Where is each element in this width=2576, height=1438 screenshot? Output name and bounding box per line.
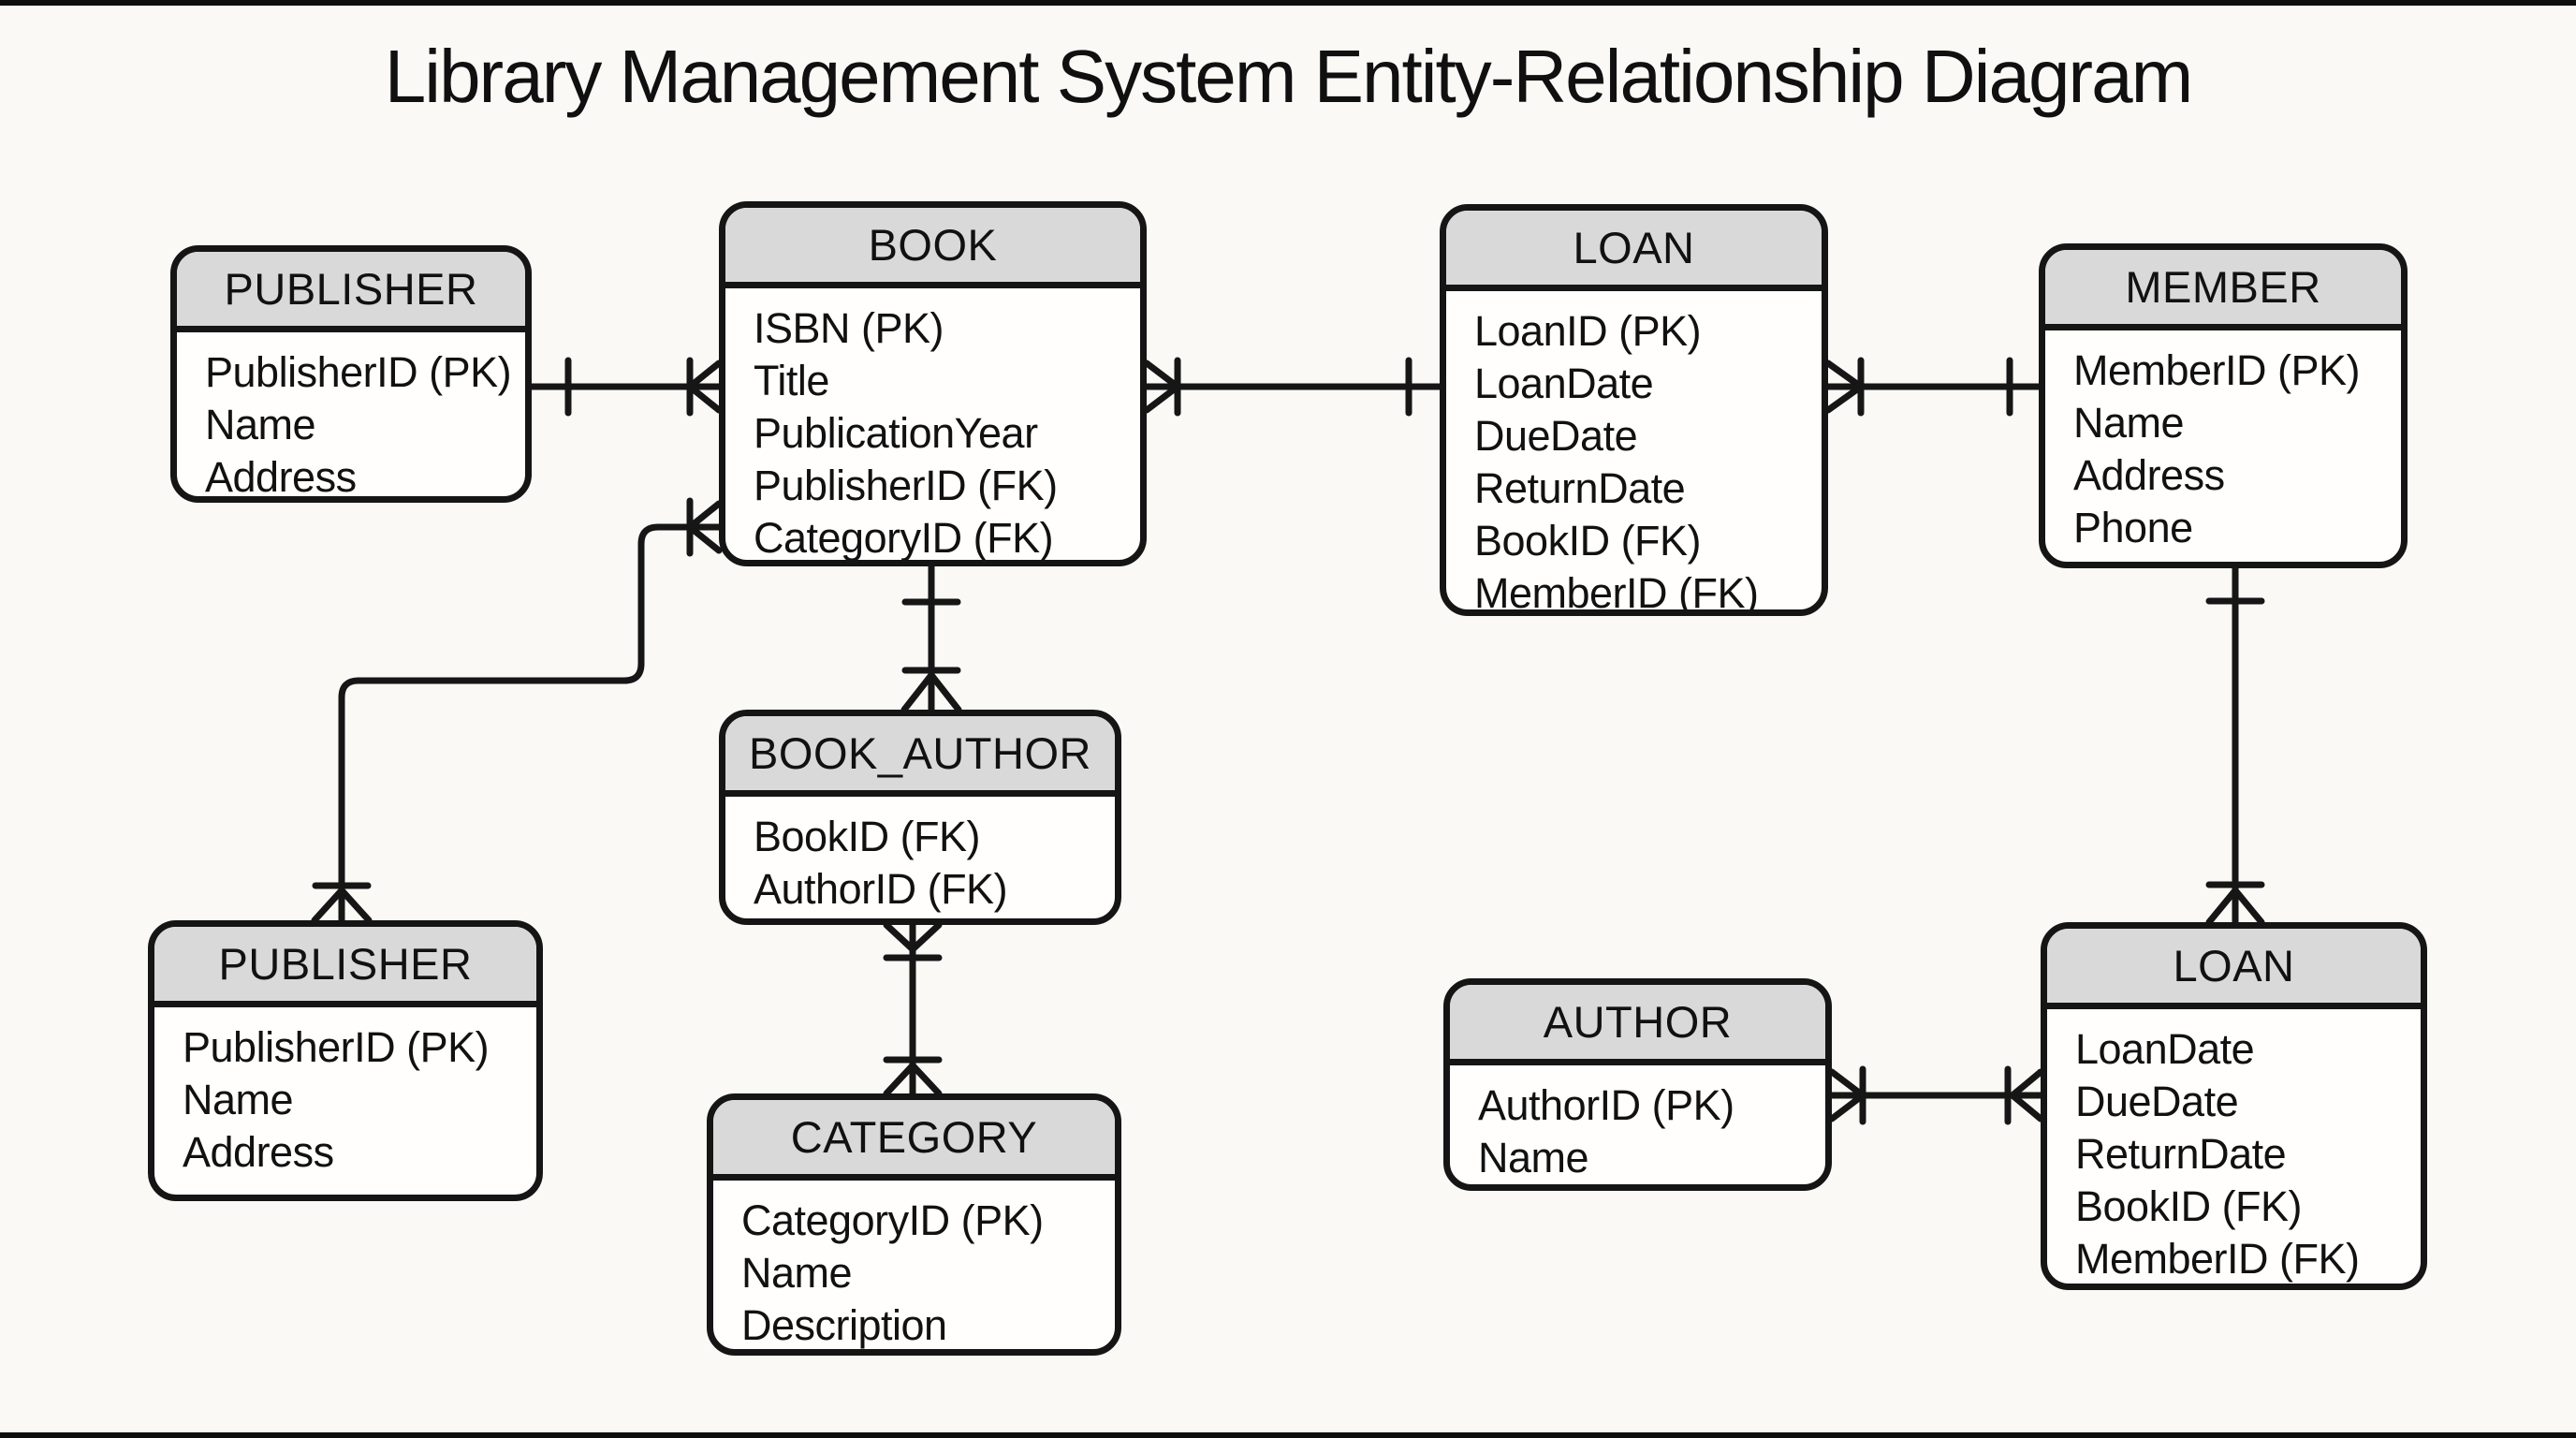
attribute: Name	[1478, 1134, 1589, 1181]
entity-publisher-bottom: PUBLISHER PublisherID (PK) Name Address	[148, 920, 543, 1201]
entity-body: CategoryID (PK) Name Description	[713, 1181, 1115, 1349]
attribute: DueDate	[2075, 1078, 2239, 1125]
attribute: BookID (FK)	[2075, 1182, 2303, 1230]
entity-body: AuthorID (PK) Name	[1450, 1065, 1825, 1184]
attribute: CategoryID (FK)	[754, 514, 1054, 562]
attribute: PublisherID (PK)	[183, 1023, 490, 1071]
rel-book-bookauthor	[900, 563, 962, 713]
attribute: Name	[741, 1249, 853, 1297]
attribute: Name	[2073, 399, 2185, 447]
entity-title: AUTHOR	[1543, 997, 1733, 1047]
attribute: PublisherID (FK)	[754, 462, 1058, 509]
attribute: DueDate	[1474, 412, 1638, 460]
entity-header: PUBLISHER	[154, 927, 536, 1007]
attribute: PublisherID (PK)	[205, 348, 512, 396]
crows-foot-many-marker	[1824, 360, 1865, 390]
attribute: Name	[183, 1076, 294, 1123]
attribute: Address	[2073, 451, 2225, 499]
entity-member: MEMBER MemberID (PK) Name Address Phone	[2039, 243, 2408, 568]
attribute: Title	[754, 357, 829, 404]
attribute: CategoryID (PK)	[741, 1196, 1044, 1244]
attribute: Name	[205, 401, 316, 448]
entity-title: LOAN	[1573, 223, 1695, 272]
entity-loan-top: LOAN LoanID (PK) LoanDate DueDate Return…	[1440, 204, 1828, 616]
entity-loan-bottom: LOAN LoanDate DueDate ReturnDate BookID …	[2041, 922, 2427, 1290]
crows-foot-many-marker	[883, 1062, 916, 1097]
entity-body: BookID (FK) AuthorID (FK)	[725, 797, 1115, 916]
attribute: PublicationYear	[754, 409, 1038, 457]
entity-title: MEMBER	[2125, 262, 2321, 312]
entity-category: CATEGORY CategoryID (PK) Name Descriptio…	[707, 1093, 1121, 1356]
entity-header: LOAN	[2047, 929, 2421, 1009]
top-border-bar	[0, 0, 2576, 6]
crows-foot-many-marker	[311, 887, 345, 924]
entity-body: MemberID (PK) Name Address Phone	[2045, 330, 2401, 554]
crows-foot-many-marker	[1143, 360, 1181, 390]
entity-header: LOAN	[1446, 211, 1822, 291]
entity-title: PUBLISHER	[224, 264, 478, 314]
entity-publisher-top: PUBLISHER PublisherID (PK) Name Address	[170, 245, 532, 503]
rel-publisher-book	[528, 357, 723, 417]
attribute: BookID (FK)	[754, 813, 981, 860]
attribute: MemberID (PK)	[2073, 346, 2361, 394]
attribute: Address	[205, 453, 357, 501]
crows-foot-many-marker	[2205, 887, 2239, 926]
entity-title: PUBLISHER	[218, 939, 473, 989]
rel-loan-member	[1824, 357, 2042, 417]
entity-title: BOOK_AUTHOR	[749, 728, 1091, 778]
page-title: Library Management System Entity-Relatio…	[384, 35, 2193, 118]
crows-foot-many-marker	[2009, 1068, 2044, 1099]
entity-header: MEMBER	[2045, 250, 2401, 330]
attribute: MemberID (FK)	[1474, 569, 1759, 616]
entity-body: ISBN (PK) Title PublicationYear Publishe…	[725, 288, 1140, 562]
entity-header: BOOK_AUTHOR	[725, 716, 1115, 797]
crows-foot-many-marker	[1828, 1068, 1866, 1099]
crows-foot-many-marker	[883, 921, 916, 953]
entity-body: LoanDate DueDate ReturnDate BookID (FK) …	[2047, 1009, 2421, 1284]
entity-body: PublisherID (PK) Name Address	[154, 1007, 536, 1179]
rel-author-loan	[1828, 1065, 2044, 1125]
entity-header: AUTHOR	[1450, 985, 1825, 1065]
entity-body: PublisherID (PK) Name Address	[177, 332, 525, 501]
attribute: Phone	[2073, 504, 2193, 551]
attribute: Address	[183, 1128, 334, 1176]
attribute: LoanDate	[2075, 1025, 2255, 1073]
rel-book-publisher-bottom	[311, 497, 723, 924]
entity-header: PUBLISHER	[177, 252, 525, 332]
attribute: ReturnDate	[1474, 464, 1686, 512]
entity-title: BOOK	[868, 220, 998, 270]
attribute: Description	[741, 1301, 947, 1349]
attribute: LoanDate	[1474, 360, 1654, 407]
crows-foot-many-marker	[900, 671, 935, 713]
attribute: BookID (FK)	[1474, 517, 1702, 565]
rel-member-loan	[2205, 565, 2265, 926]
attribute: ReturnDate	[2075, 1130, 2287, 1178]
entity-header: BOOK	[725, 208, 1140, 288]
rel-book-loan	[1143, 357, 1443, 417]
entity-title: CATEGORY	[790, 1112, 1038, 1162]
rel-bookauthor-category	[883, 921, 943, 1097]
attribute: ISBN (PK)	[754, 304, 944, 352]
crows-foot-many-marker	[686, 360, 723, 390]
attribute: LoanID (PK)	[1474, 307, 1702, 355]
entity-body: LoanID (PK) LoanDate DueDate ReturnDate …	[1446, 291, 1822, 616]
attribute: AuthorID (FK)	[754, 865, 1008, 913]
bottom-border-bar	[0, 1432, 2576, 1438]
entity-book: BOOK ISBN (PK) Title PublicationYear Pub…	[719, 201, 1147, 566]
entity-author: AUTHOR AuthorID (PK) Name	[1443, 978, 1832, 1191]
attribute: MemberID (FK)	[2075, 1235, 2360, 1283]
attribute: AuthorID (PK)	[1478, 1081, 1734, 1129]
entity-title: LOAN	[2173, 941, 2295, 990]
entity-header: CATEGORY	[713, 1100, 1115, 1181]
entity-book-author: BOOK_AUTHOR BookID (FK) AuthorID (FK)	[719, 710, 1121, 925]
crows-foot-many-marker	[686, 500, 723, 531]
